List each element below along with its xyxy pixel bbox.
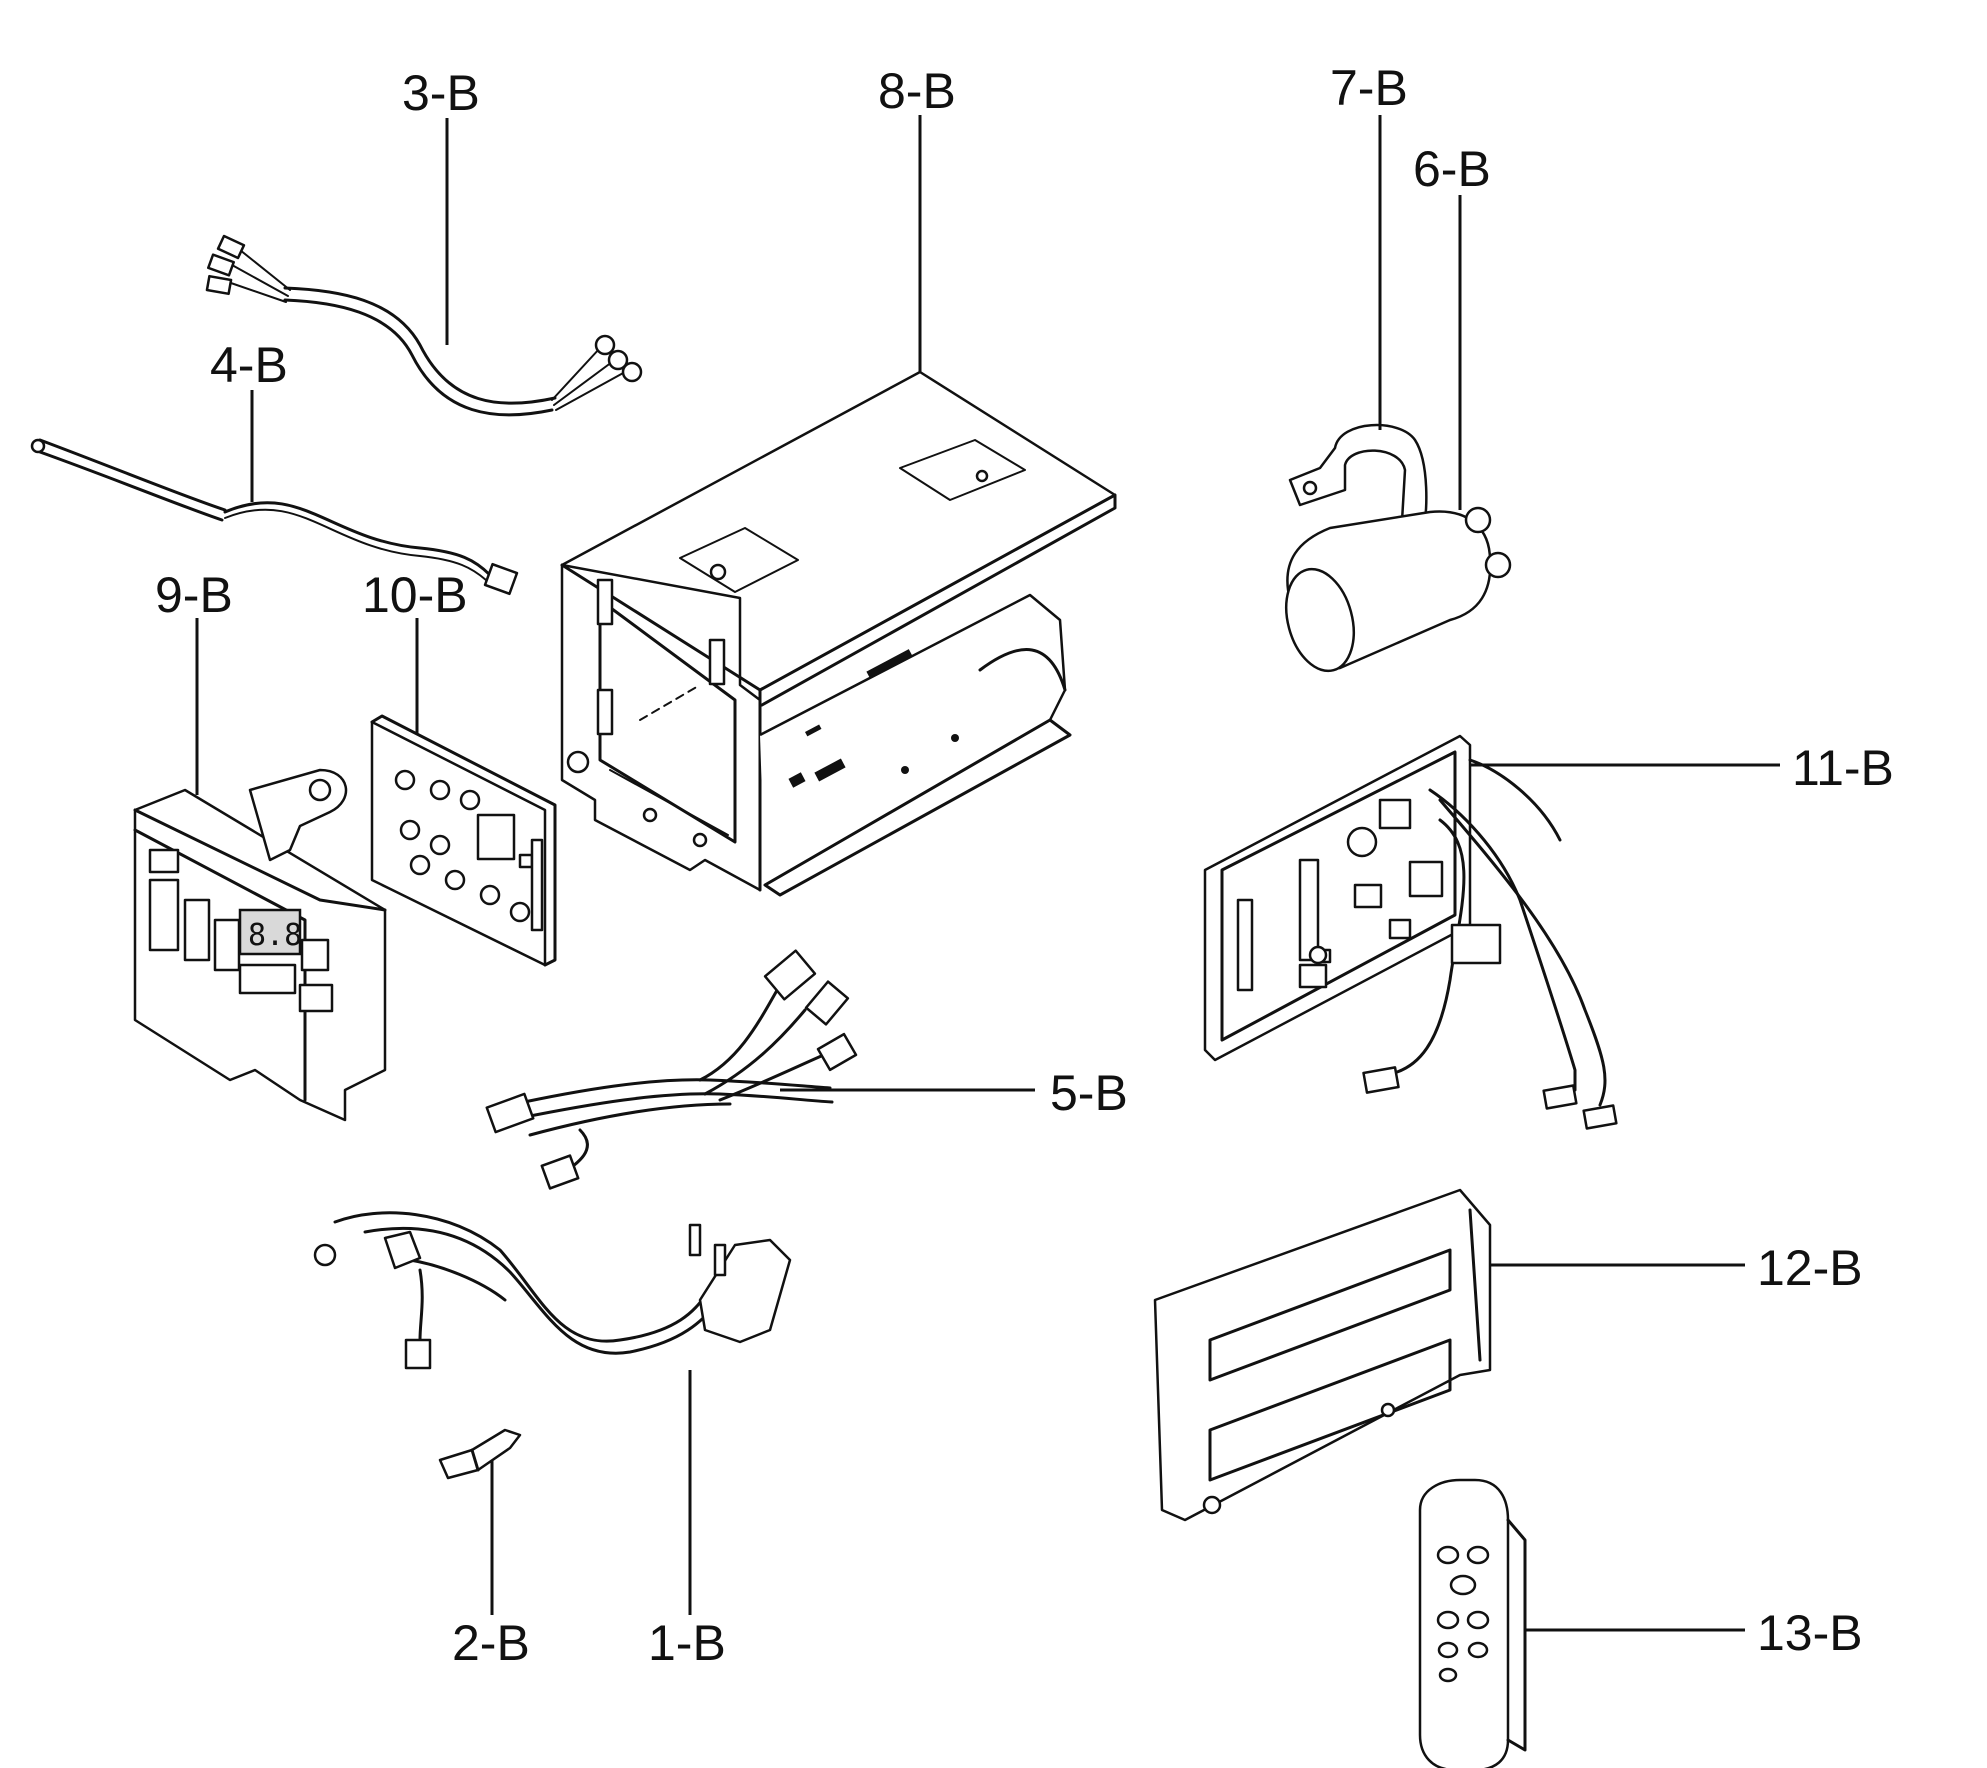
label-1b: 1-B <box>648 1615 726 1671</box>
wire-harness-5b <box>485 949 858 1190</box>
label-7b: 7-B <box>1330 60 1408 116</box>
svg-text:8.8: 8.8 <box>248 918 302 953</box>
label-12b: 12-B <box>1757 1240 1863 1296</box>
label-6b: 6-B <box>1413 141 1491 197</box>
leader-lines <box>195 115 1780 1632</box>
label-10b: 10-B <box>362 567 468 623</box>
wire-harness-3b <box>205 234 643 417</box>
power-cord-1b <box>313 1211 792 1370</box>
main-pcb-11b <box>1203 734 1618 1130</box>
chassis-frame-8b <box>560 370 1117 897</box>
pcb-board-10b <box>370 714 557 967</box>
label-5b: 5-B <box>1050 1065 1128 1121</box>
label-3b: 3-B <box>402 65 480 121</box>
label-11b: 11-B <box>1792 740 1894 796</box>
control-panel-9b: 8.8 <box>133 768 387 1122</box>
capacitor-6b <box>1285 506 1512 673</box>
label-4b: 4-B <box>210 337 288 393</box>
label-9b: 9-B <box>155 567 233 623</box>
label-13b: 13-B <box>1757 1605 1863 1661</box>
cover-plate-12b <box>1153 1188 1492 1522</box>
sensor-cable-4b <box>30 438 519 596</box>
remote-control-13b <box>1418 1478 1527 1768</box>
label-8b: 8-B <box>878 63 956 119</box>
part-labels: 3-B 8-B 7-B 6-B 4-B 9-B 10-B 11-B 5-B 12… <box>155 60 1894 1671</box>
bracket-clip-2b <box>438 1428 522 1480</box>
label-2b: 2-B <box>452 1615 530 1671</box>
